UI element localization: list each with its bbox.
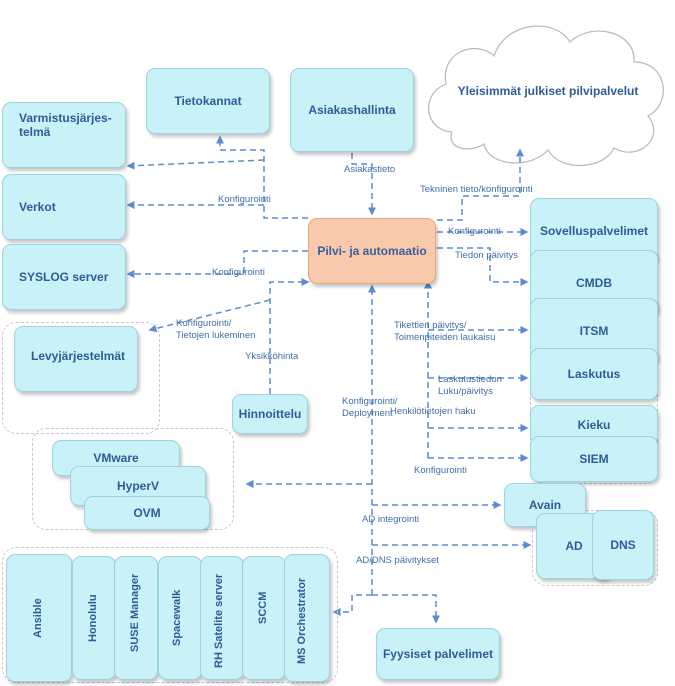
node-sovelluspalvelimet-label: Sovelluspalvelimet (539, 224, 649, 238)
node-syslog-label: SYSLOG server (19, 270, 109, 284)
node-vmware-label: VMware (93, 451, 139, 465)
edge-to-varmistus (126, 159, 265, 170)
node-verkot[interactable]: Verkot (2, 174, 126, 240)
node-levy-label: Levyjärjestelmät (31, 349, 126, 363)
node-levy[interactable]: Levyjärjestelmät (14, 326, 138, 392)
edge-to-tools (332, 594, 372, 616)
node-laskutus[interactable]: Laskutus (530, 348, 658, 400)
node-avain-label: Avain (528, 498, 562, 512)
edge-to-levy (148, 299, 271, 333)
tool-rh-label: RH Satelite server (213, 573, 225, 668)
node-dns-label: DNS (610, 538, 636, 552)
label-tekninen: Tekninen tieto/konfigurointi (420, 184, 533, 195)
tool-spacewalk-label: Spacewalk (171, 589, 183, 646)
node-automaatio-label: Pilvi- ja automaatio (317, 244, 427, 258)
label-ad-integ: AD integrointi (362, 514, 420, 525)
node-varmistus-label: Varmistusjärjes- telmä (19, 111, 112, 139)
node-fyysiset[interactable]: Fyysiset palvelimet (376, 628, 500, 680)
tool-rh[interactable] (200, 556, 244, 680)
label-konf-sovellus: Konfigurointi (448, 226, 501, 237)
node-hinnoittelu[interactable]: Hinnoittelu (232, 394, 308, 434)
node-ad-label: AD (565, 539, 583, 553)
node-asiakashallinta[interactable]: Asiakashallinta (290, 68, 414, 152)
edge-yksikkohinta (269, 278, 310, 394)
label-konf-siem: Konfigurointi (414, 465, 467, 476)
tool-suse-label: SUSE Manager (129, 573, 141, 652)
cloud-shape (428, 25, 664, 167)
edge-asiakastieto (351, 153, 376, 216)
node-ovm[interactable]: OVM (84, 496, 210, 530)
node-laskutus-label: Laskutus (567, 367, 621, 381)
label-henkilotiedot: Henkilötietojen haku (390, 406, 476, 417)
cloud-label: Yleisimmät julkiset pilvipalvelut (457, 84, 639, 98)
tool-sccm-label: SCCM (257, 591, 269, 624)
label-asiakastieto: Asiakastieto (344, 164, 396, 175)
edge-to-tietokannat (216, 135, 308, 219)
label-laskutustiedon: Laskutustiedon Luku/päivitys (438, 374, 502, 397)
tool-orchestrator[interactable] (284, 554, 330, 682)
tool-suse[interactable] (114, 556, 158, 680)
label-ad-dns: AD/DNS päivitykset (356, 555, 439, 566)
management-tools-group (2, 547, 338, 683)
edge-to-cmdb (437, 247, 529, 286)
node-siem-label: SIEM (579, 452, 609, 466)
label-tikettien: Tikettien päivitys/ Toimenpiteiden lauka… (394, 320, 496, 343)
label-konf-deploy: Konfigurointi/ Deployment (342, 396, 398, 419)
node-kieku-label: Kieku (577, 418, 611, 432)
node-tietokannat[interactable]: Tietokannat (146, 68, 270, 134)
connectors (126, 135, 532, 624)
node-hinnoittelu-label: Hinnoittelu (238, 407, 302, 421)
edge-to-cloud (437, 148, 524, 221)
edge-to-fyysiset (372, 594, 440, 624)
label-yksikkohinta: Yksikköhinta (245, 351, 299, 362)
node-ovm-label: OVM (133, 506, 161, 520)
tool-ansible-label: Ansible (32, 598, 44, 638)
tool-honolulu-label: Honolulu (87, 594, 99, 642)
tool-orchestrator-label: MS Orchestrator (296, 577, 308, 664)
node-fyysiset-label: Fyysiset palvelimet (382, 647, 494, 661)
edge-to-syslog (126, 250, 308, 278)
node-siem[interactable]: SIEM (530, 436, 658, 482)
label-tiedon-paivitys: Tiedon päivitys (455, 250, 519, 261)
node-syslog[interactable]: SYSLOG server (2, 244, 126, 310)
node-verkot-label: Verkot (19, 200, 56, 214)
node-cmdb-label: CMDB (576, 276, 612, 290)
label-konf-levy: Konfigurointi/ Tietojen lukeminen (176, 318, 256, 341)
identity-group (532, 510, 658, 586)
node-dns[interactable]: DNS (592, 510, 654, 580)
node-varmistus[interactable]: Varmistusjärjes- telmä (2, 102, 126, 168)
node-itsm-label: ITSM (579, 324, 609, 338)
tool-spacewalk[interactable] (158, 556, 202, 680)
node-automaatio[interactable]: Pilvi- ja automaatio (308, 218, 436, 284)
storage-group (2, 322, 160, 434)
node-hyperv-label: HyperV (116, 479, 160, 493)
tool-ansible[interactable] (6, 554, 72, 682)
label-konf-syslog: Konfigurointi (212, 267, 265, 278)
label-konf-varmistus: Konfigurointi (218, 194, 271, 205)
node-asiakashallinta-label: Asiakashallinta (308, 103, 396, 117)
node-tietokannat-label: Tietokannat (174, 94, 242, 108)
